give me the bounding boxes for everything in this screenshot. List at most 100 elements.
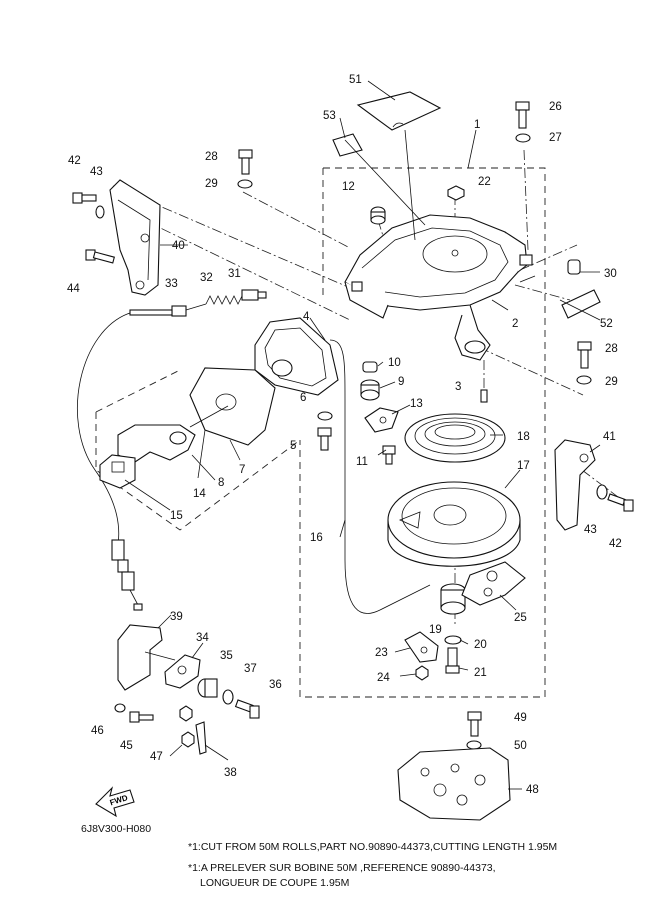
part-39-bracket: [117, 624, 176, 691]
part-35-collar: [197, 678, 218, 698]
callout-42-right: 42: [609, 538, 622, 550]
part-25-clip: [461, 561, 526, 606]
part-9-collar: [360, 379, 380, 401]
part-50-washer: [466, 740, 482, 750]
callout-5: 5: [290, 440, 296, 452]
callout-17: 17: [517, 460, 530, 472]
part-22-nut: [447, 185, 465, 201]
part-42-bolt-left: [72, 192, 97, 204]
part-30-cap: [567, 259, 581, 275]
callout-32: 32: [200, 272, 213, 284]
part-7-grip: [189, 367, 276, 446]
callout-42-left: 42: [68, 155, 81, 167]
part-45-bolt: [129, 711, 154, 723]
part-21-bolt: [445, 647, 460, 674]
part-28-bolt-right: [577, 341, 592, 369]
callout-12: 12: [342, 181, 355, 193]
part-43-washer-left: [95, 205, 105, 219]
callout-34: 34: [196, 632, 209, 644]
callout-48: 48: [526, 784, 539, 796]
part-42-bolt-right: [607, 493, 634, 512]
callout-49: 49: [514, 712, 527, 724]
leader-lines: [124, 80, 601, 790]
callout-24: 24: [377, 672, 390, 684]
callout-8: 8: [218, 477, 224, 489]
callout-40: 40: [172, 240, 185, 252]
callout-9: 9: [398, 376, 404, 388]
part-29-washer-right: [576, 375, 592, 385]
part-6-washer: [317, 411, 333, 421]
callout-23: 23: [375, 647, 388, 659]
part-36-bolt: [234, 699, 260, 719]
part-3-pin: [480, 389, 488, 403]
callout-16: 16: [310, 532, 323, 544]
callout-44: 44: [67, 283, 80, 295]
fwd-arrow-icon: FWD: [95, 786, 135, 818]
part-37-washer: [222, 689, 234, 705]
part-8-rod: [189, 405, 229, 428]
callout-4: 4: [303, 311, 310, 323]
callout-33: 33: [165, 278, 178, 290]
part-27-washer: [515, 133, 531, 143]
callout-25: 25: [514, 612, 527, 624]
callout-28-top: 28: [205, 151, 218, 163]
part-43-washer-right: [596, 484, 608, 500]
part-33-cable-end: [129, 303, 207, 317]
note-line-1: *1:CUT FROM 50M ROLLS,PART NO.90890-4437…: [188, 841, 558, 853]
callout-labels: 51 1 53 26 27 28 29 42 43 12 22 40 30 44…: [67, 74, 622, 796]
callout-6: 6: [300, 392, 306, 404]
part-5-bolt: [317, 427, 332, 451]
callout-50: 50: [514, 740, 527, 752]
part-20-washer: [444, 635, 462, 645]
note-line-2: *1:A PRELEVER SUR BOBINE 50M ,REFERENCE …: [188, 862, 496, 874]
callout-28-right: 28: [605, 343, 618, 355]
callout-43-right: 43: [584, 524, 597, 536]
part-16-cable: [77, 312, 131, 546]
callout-3: 3: [455, 381, 461, 393]
callout-39: 39: [170, 611, 183, 623]
part-13-pawl: [364, 407, 399, 433]
callout-35: 35: [220, 650, 233, 662]
callout-10: 10: [388, 357, 401, 369]
callout-26: 26: [549, 101, 562, 113]
part-34-lever: [164, 654, 201, 689]
part-48-base-plate: [397, 747, 511, 821]
callout-19: 19: [429, 624, 442, 636]
callout-45: 45: [120, 740, 133, 752]
diagram-code: 6J8V300-H080: [81, 823, 152, 835]
callout-36: 36: [269, 679, 282, 691]
note-line-3: LONGUEUR DE COUPE 1.95M: [200, 877, 350, 889]
part-23-plate: [404, 631, 439, 663]
part-52-strip: [561, 289, 601, 319]
callout-52: 52: [600, 318, 613, 330]
callout-43-left: 43: [90, 166, 103, 178]
callout-20: 20: [474, 639, 487, 651]
part-41-bracket: [554, 439, 596, 531]
part-1-starter-case: [344, 214, 533, 361]
callout-46: 46: [91, 725, 104, 737]
callout-2: 2: [512, 318, 518, 330]
callout-31: 31: [228, 268, 241, 280]
callout-51: 51: [349, 74, 362, 86]
callout-37: 37: [244, 663, 257, 675]
callout-22: 22: [478, 176, 491, 188]
part-11-bolt: [382, 445, 396, 465]
callout-38: 38: [224, 767, 237, 779]
callout-21: 21: [474, 667, 487, 679]
callout-29-right: 29: [605, 376, 618, 388]
part-29-washer-top: [237, 179, 253, 189]
part-28-bolt-top: [238, 149, 253, 175]
part-24-nut: [415, 665, 429, 681]
part-51-sheet: [356, 91, 442, 131]
callout-7: 7: [239, 464, 245, 476]
part-19-collar: [440, 583, 466, 615]
callout-47: 47: [150, 751, 163, 763]
callout-41: 41: [603, 431, 616, 443]
callout-15: 15: [170, 510, 183, 522]
callout-1: 1: [474, 119, 480, 131]
part-46-washer: [114, 703, 126, 713]
part-10-spring-pin: [362, 361, 378, 373]
part-17-pulley: [387, 481, 521, 567]
cable-lower-fittings: [111, 539, 143, 611]
